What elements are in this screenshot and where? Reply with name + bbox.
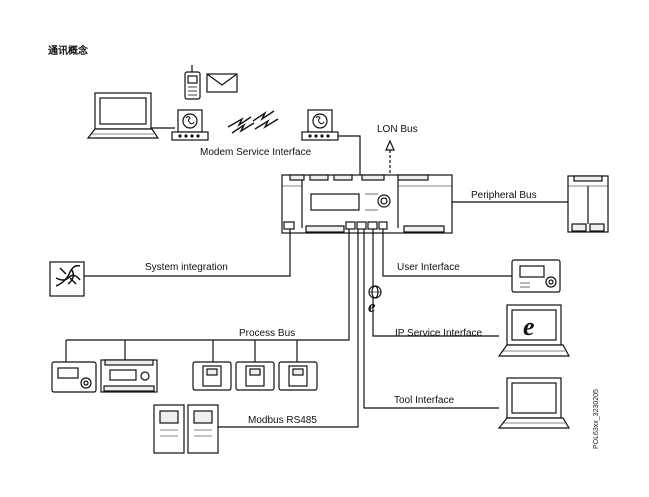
globe-icon [368,285,382,299]
process-room-unit-1 [192,361,232,391]
main-controller [281,174,453,234]
wireless-signal-icon [227,110,279,134]
process-room-unit-2 [235,361,275,391]
user-interface-line [382,229,512,277]
modem-right-icon [301,109,339,141]
label-ip-service-interface: IP Service Interface [395,328,483,339]
label-user-interface: User Interface [397,262,460,273]
label-peripheral-bus: Peripheral Bus [471,190,537,201]
process-bus-line [66,229,350,341]
figure-code: POL63xx_3230205 [593,389,600,449]
system-integration-line [84,229,291,277]
label-system-integration: System integration [145,262,228,273]
lon-bus-arrow [385,139,395,176]
modem-left-icon [171,109,209,141]
process-display-device [51,361,97,393]
page-title: 通讯概念 [48,46,88,57]
modem-controller-link [338,135,361,176]
envelope-icon [206,73,238,93]
ie-icon-small: e [368,297,376,316]
process-room-unit-3 [278,361,318,391]
modbus-line [218,229,359,428]
system-integration-icon [49,261,85,297]
label-lon-bus: LON Bus [377,124,418,135]
tool-laptop-icon [497,377,571,429]
user-interface-device [511,259,561,293]
label-tool-interface: Tool Interface [394,395,455,406]
mobile-phone-icon [184,65,201,100]
modbus-device-2 [187,404,219,454]
laptop-icon [86,92,160,139]
ip-laptop-icon [497,304,571,357]
ie-icon-large: e [523,312,535,341]
ip-service-line [372,229,499,337]
label-modbus-rs485: Modbus RS485 [248,415,317,426]
modbus-device-1 [153,404,185,454]
peripheral-module [567,175,609,233]
process-controller-module [100,359,158,393]
label-process-bus: Process Bus [239,328,296,339]
tool-interface-line [363,229,499,409]
label-modem-service-interface: Modem Service Interface [200,147,312,158]
